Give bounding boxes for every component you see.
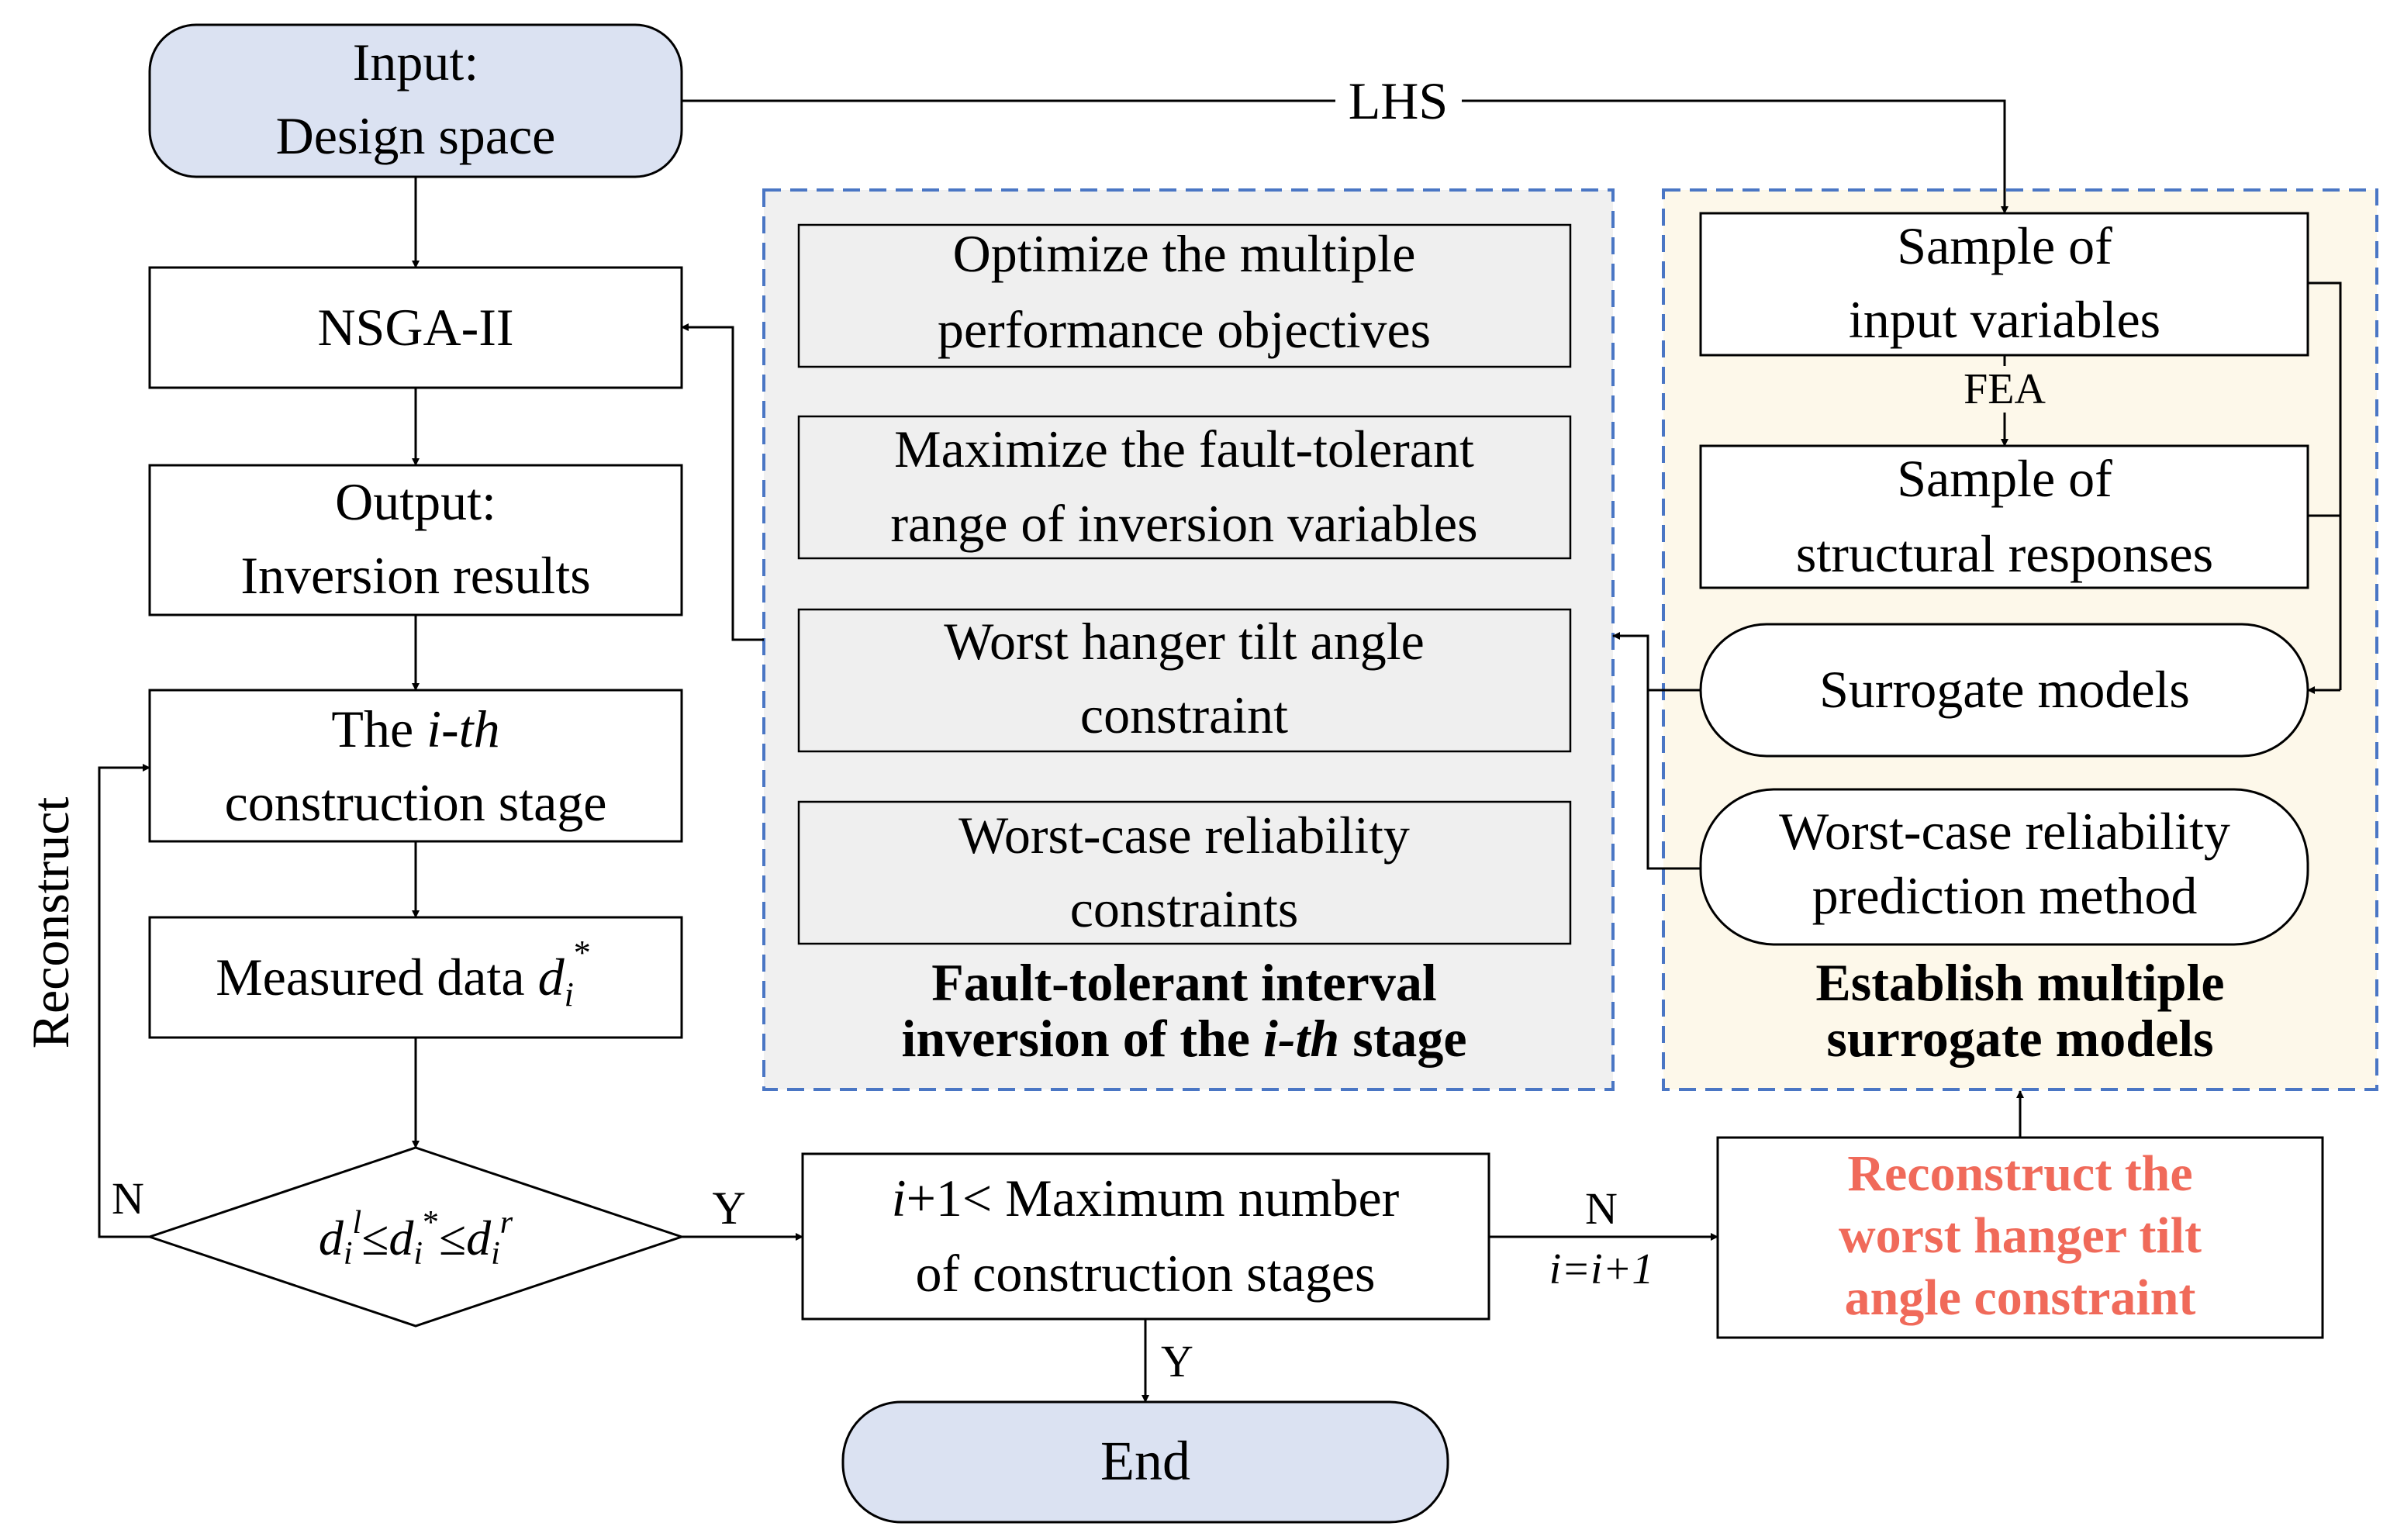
- objective-box-1[interactable]: [797, 223, 1572, 368]
- nsga-label: NSGA-II: [317, 298, 513, 357]
- surrogate-models-label: Surrogate models: [1819, 660, 2190, 719]
- sample-input-box[interactable]: [1699, 212, 2309, 357]
- stage-label-line2: construction stage: [225, 773, 607, 832]
- objective-1-line1: Optimize the multiple: [953, 224, 1416, 283]
- nsga-node[interactable]: [148, 266, 683, 389]
- reconstruct-node[interactable]: [1716, 1136, 2324, 1339]
- objective-2-line1: Maximize the fault-tolerant: [894, 420, 1474, 478]
- sample-input-line1: Sample of: [1897, 216, 2112, 275]
- objective-2-line2: range of inversion variables: [890, 494, 1477, 553]
- sample-response-line1: Sample of: [1897, 449, 2112, 508]
- fea-label-bg: [1954, 366, 2055, 413]
- bracket-sample-input: [2308, 281, 2342, 690]
- surrogate-panel-title-line1: Establish multiple: [1815, 953, 2224, 1012]
- reconstruct-label-line1: Reconstruct the: [1847, 1145, 2192, 1202]
- constraint-tilt-line2: constraint: [1080, 685, 1288, 744]
- decision-yes-label: Y: [712, 1183, 745, 1234]
- sample-input-line2: input variables: [1849, 290, 2160, 349]
- constraint-reliability-line2: constraints: [1070, 879, 1299, 938]
- arrow-to-tilt-constraint: [1612, 632, 1649, 690]
- reconstruct-label-line2: worst hanger tilt: [1839, 1207, 2202, 1264]
- lhs-label: LHS: [1349, 71, 1448, 130]
- stage-node[interactable]: [148, 689, 683, 843]
- objective-box-2[interactable]: [797, 415, 1572, 560]
- max-stage-node[interactable]: [801, 1152, 1490, 1321]
- wcr-method-line1: Worst-case reliability: [1779, 802, 2230, 861]
- inversion-panel-title-line1: Fault-tolerant interval: [931, 953, 1437, 1012]
- sample-response-box[interactable]: [1699, 444, 2309, 589]
- decision-no-label: N: [112, 1173, 144, 1224]
- fea-label: FEA: [1964, 365, 2046, 413]
- i-update-label: i=i+1: [1549, 1245, 1654, 1293]
- decision-diamond[interactable]: [146, 1146, 686, 1328]
- reconstruct-vertical-label: Reconstruct: [21, 796, 80, 1048]
- decision-label: dil≤di*≤dir: [319, 1205, 513, 1272]
- maxstage-yes-label: Y: [1161, 1336, 1193, 1386]
- input-label-line2: Design space: [276, 106, 556, 165]
- input-label-line1: Input:: [353, 33, 478, 92]
- maxstage-no-label: N: [1585, 1183, 1618, 1234]
- constraint-tilt-line1: Worst hanger tilt angle: [944, 612, 1425, 671]
- stage-label-line1: The i-th: [331, 699, 499, 758]
- sample-response-line2: structural responses: [1796, 524, 2213, 583]
- wcr-method-box[interactable]: [1699, 788, 2309, 946]
- output-label-line1: Output:: [335, 472, 496, 531]
- connector-surrogate-left: [1646, 689, 1701, 870]
- constraint-reliability-line1: Worst-case reliability: [958, 806, 1410, 865]
- inversion-panel-title-line2: inversion of the i-th stage: [901, 1009, 1466, 1068]
- surrogate-panel-border: [1662, 188, 2378, 1091]
- arrow-panel-to-nsga: [681, 323, 764, 641]
- reconstruct-label-line3: angle constraint: [1845, 1269, 2196, 1326]
- max-stage-label-line2: of construction stages: [916, 1244, 1376, 1303]
- end-label: End: [1100, 1430, 1190, 1492]
- measured-label: Measured data di*: [216, 934, 591, 1013]
- constraint-box-tilt[interactable]: [797, 608, 1572, 753]
- surrogate-panel-title-line2: surrogate models: [1826, 1009, 2213, 1068]
- wcr-method-line2: prediction method: [1812, 866, 2198, 925]
- lhs-line-right: [1462, 99, 2008, 214]
- objective-1-line2: performance objectives: [938, 300, 1431, 359]
- measured-node[interactable]: [148, 916, 683, 1039]
- arrow-reconstruct-loop: [98, 764, 150, 1238]
- max-stage-label-line1: i+1< Maximum number: [892, 1169, 1400, 1228]
- constraint-box-reliability[interactable]: [797, 800, 1572, 945]
- output-label-line2: Inversion results: [240, 546, 590, 605]
- output-node[interactable]: [148, 464, 683, 616]
